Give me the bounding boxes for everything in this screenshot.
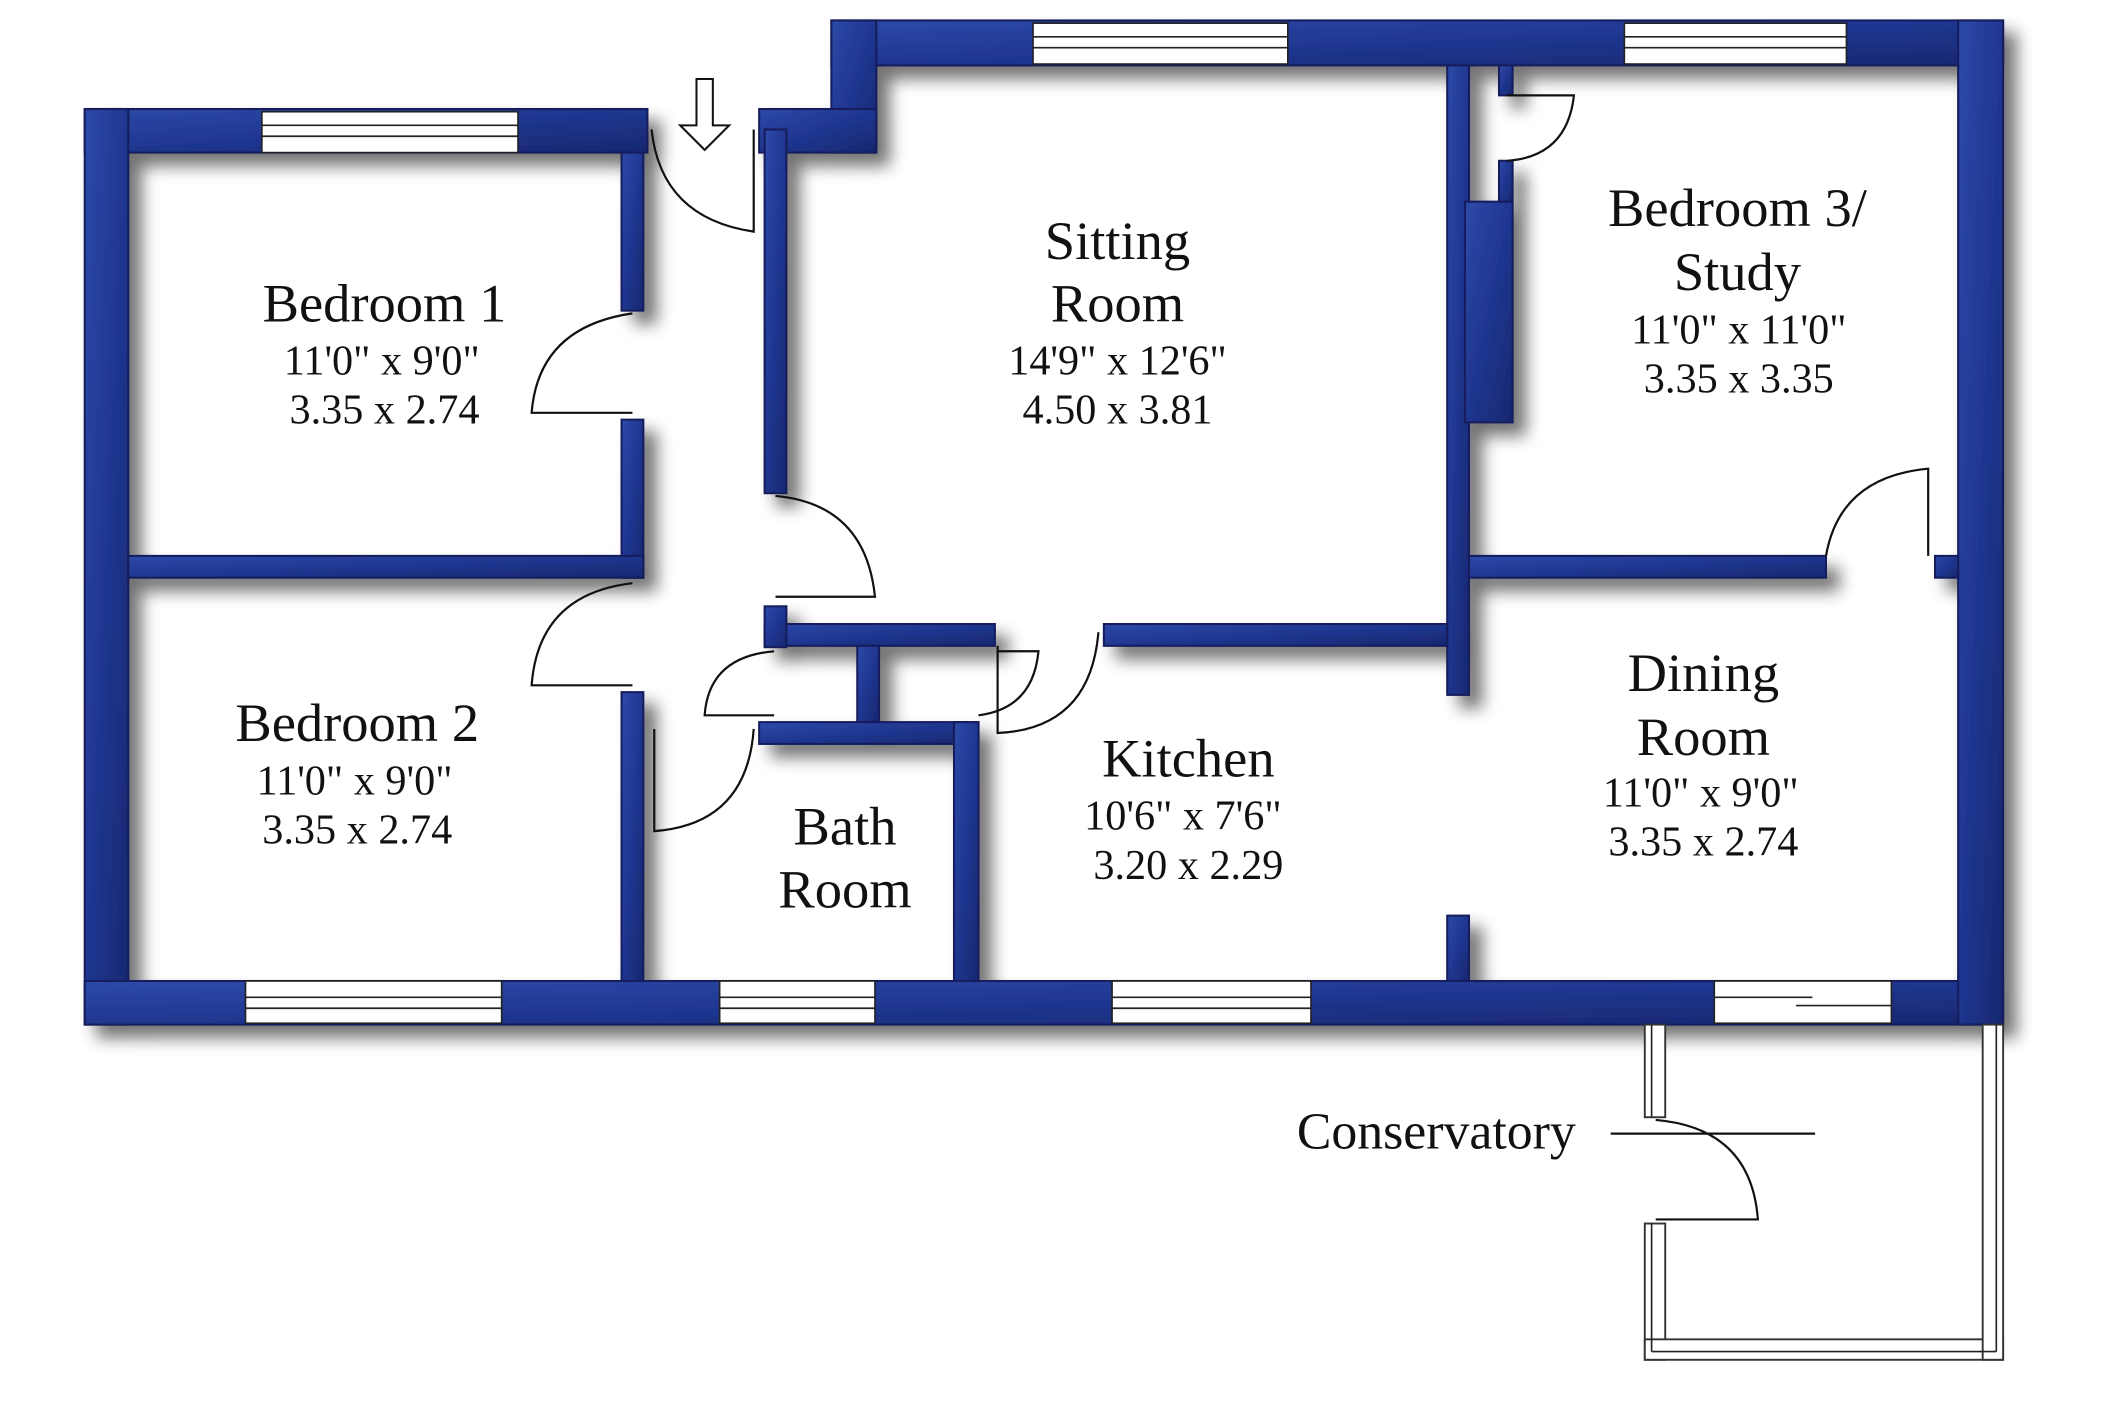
kitchen-top-wall [1102, 623, 1449, 647]
label-bedroom-3-study: Bedroom 3/ Study 11'0" x 11'0" 3.35 x 3.… [1608, 177, 1868, 402]
room-name: Room [1051, 273, 1184, 334]
room-name: Study [1674, 241, 1802, 302]
room-size-metric: 4.50 x 3.81 [1023, 387, 1213, 434]
bedroom3-dining-wall [1468, 554, 1828, 579]
label-conservatory: Conservatory [1297, 1104, 1576, 1161]
label-bedroom-1: Bedroom 1 11'0" x 9'0" 3.35 x 2.74 [263, 273, 507, 434]
door-entrance[interactable] [650, 129, 755, 233]
room-name: Bedroom 3/ [1608, 177, 1868, 238]
bath-top-wall [763, 623, 996, 647]
door-conservatory[interactable] [1655, 1118, 1760, 1221]
bedroom1-wall-upper [620, 151, 645, 312]
bedroom2-wall [620, 691, 645, 983]
chimney-breast [1463, 200, 1514, 424]
door-kitchen[interactable] [996, 632, 1100, 735]
room-name: Room [778, 858, 911, 919]
outer-wall-right [1957, 19, 2005, 1026]
conservatory-walls [1643, 1023, 2005, 1361]
outer-wall-left [83, 107, 130, 1026]
door-bedroom3-cupboard[interactable] [1507, 94, 1576, 162]
doors [530, 94, 1930, 1221]
window-bathroom [718, 980, 876, 1025]
window-sitting-room [1032, 22, 1289, 65]
room-size-imperial: 11'0" x 11'0" [1631, 306, 1846, 353]
room-size-imperial: 10'6" x 7'6" [1084, 793, 1281, 840]
room-name: Bath [794, 796, 897, 857]
bedroom3-cupboard-stub [1497, 159, 1514, 203]
bath-upper-wall [758, 721, 980, 745]
bedroom1-wall-lower [620, 418, 645, 579]
room-size-metric: 3.35 x 2.74 [262, 806, 452, 853]
door-bedroom2[interactable] [530, 582, 633, 687]
conservatory-wall-bottom [1643, 1338, 2005, 1361]
room-name: Sitting [1045, 210, 1190, 271]
window-bedroom1 [261, 110, 519, 154]
windows [244, 22, 1893, 1025]
sliding-door-dining [1713, 980, 1893, 1025]
window-bedroom3 [1623, 22, 1848, 65]
dining-stub-right [1933, 554, 1960, 579]
window-kitchen [1111, 980, 1312, 1025]
label-bedroom-2: Bedroom 2 11'0" x 9'0" 3.35 x 2.74 [235, 692, 479, 853]
room-size-imperial: 14'9" x 12'6" [1008, 338, 1227, 385]
room-name: Dining [1628, 642, 1779, 703]
room-size-metric: 3.35 x 2.74 [1608, 819, 1798, 866]
hall-sitting-wall [763, 128, 788, 495]
kitchen-dining-stub [1446, 914, 1471, 983]
conservatory-wall-left-upper [1643, 1023, 1667, 1119]
door-bathroom[interactable] [703, 650, 775, 717]
room-size-metric: 3.35 x 3.35 [1644, 355, 1834, 402]
conservatory-wall-right [1981, 1023, 2005, 1361]
room-name: Bedroom 1 [263, 273, 507, 334]
label-bath-room: Bath Room [778, 796, 911, 920]
room-name: Bedroom 2 [235, 692, 479, 753]
room-size-metric: 3.20 x 2.29 [1093, 842, 1283, 889]
room-name: Kitchen [1102, 728, 1275, 789]
door-bedroom1[interactable] [530, 312, 633, 414]
down-arrow-icon [677, 78, 732, 152]
label-dining-room: Dining Room 11'0" x 9'0" 3.35 x 2.74 [1603, 642, 1799, 866]
room-name: Room [1637, 706, 1770, 767]
door-cupboard[interactable] [978, 650, 1040, 717]
bedroom3-cupboard-stub-top [1497, 64, 1514, 97]
room-size-imperial: 11'0" x 9'0" [257, 757, 453, 804]
bath-stub-left [763, 605, 788, 649]
room-size-metric: 3.35 x 2.74 [289, 387, 479, 434]
label-sitting-room: Sitting Room 14'9" x 12'6" 4.50 x 3.81 [1008, 210, 1227, 434]
label-kitchen: Kitchen 10'6" x 7'6" 3.20 x 2.29 [1084, 728, 1283, 889]
bedroom-divider-wall [127, 554, 645, 579]
bath-kitchen-wall [952, 721, 980, 983]
door-bedroom2-lower[interactable] [653, 728, 755, 833]
room-size-imperial: 11'0" x 9'0" [1603, 770, 1799, 817]
door-bedroom3[interactable] [1824, 467, 1930, 557]
room-size-imperial: 11'0" x 9'0" [284, 338, 480, 385]
room-labels: Bedroom 1 11'0" x 9'0" 3.35 x 2.74 Bedro… [235, 177, 1867, 1160]
window-bedroom2 [244, 980, 503, 1025]
walls [83, 19, 2005, 1026]
door-sitting-room[interactable] [775, 494, 877, 598]
bath-cupboard-divider [856, 644, 881, 724]
